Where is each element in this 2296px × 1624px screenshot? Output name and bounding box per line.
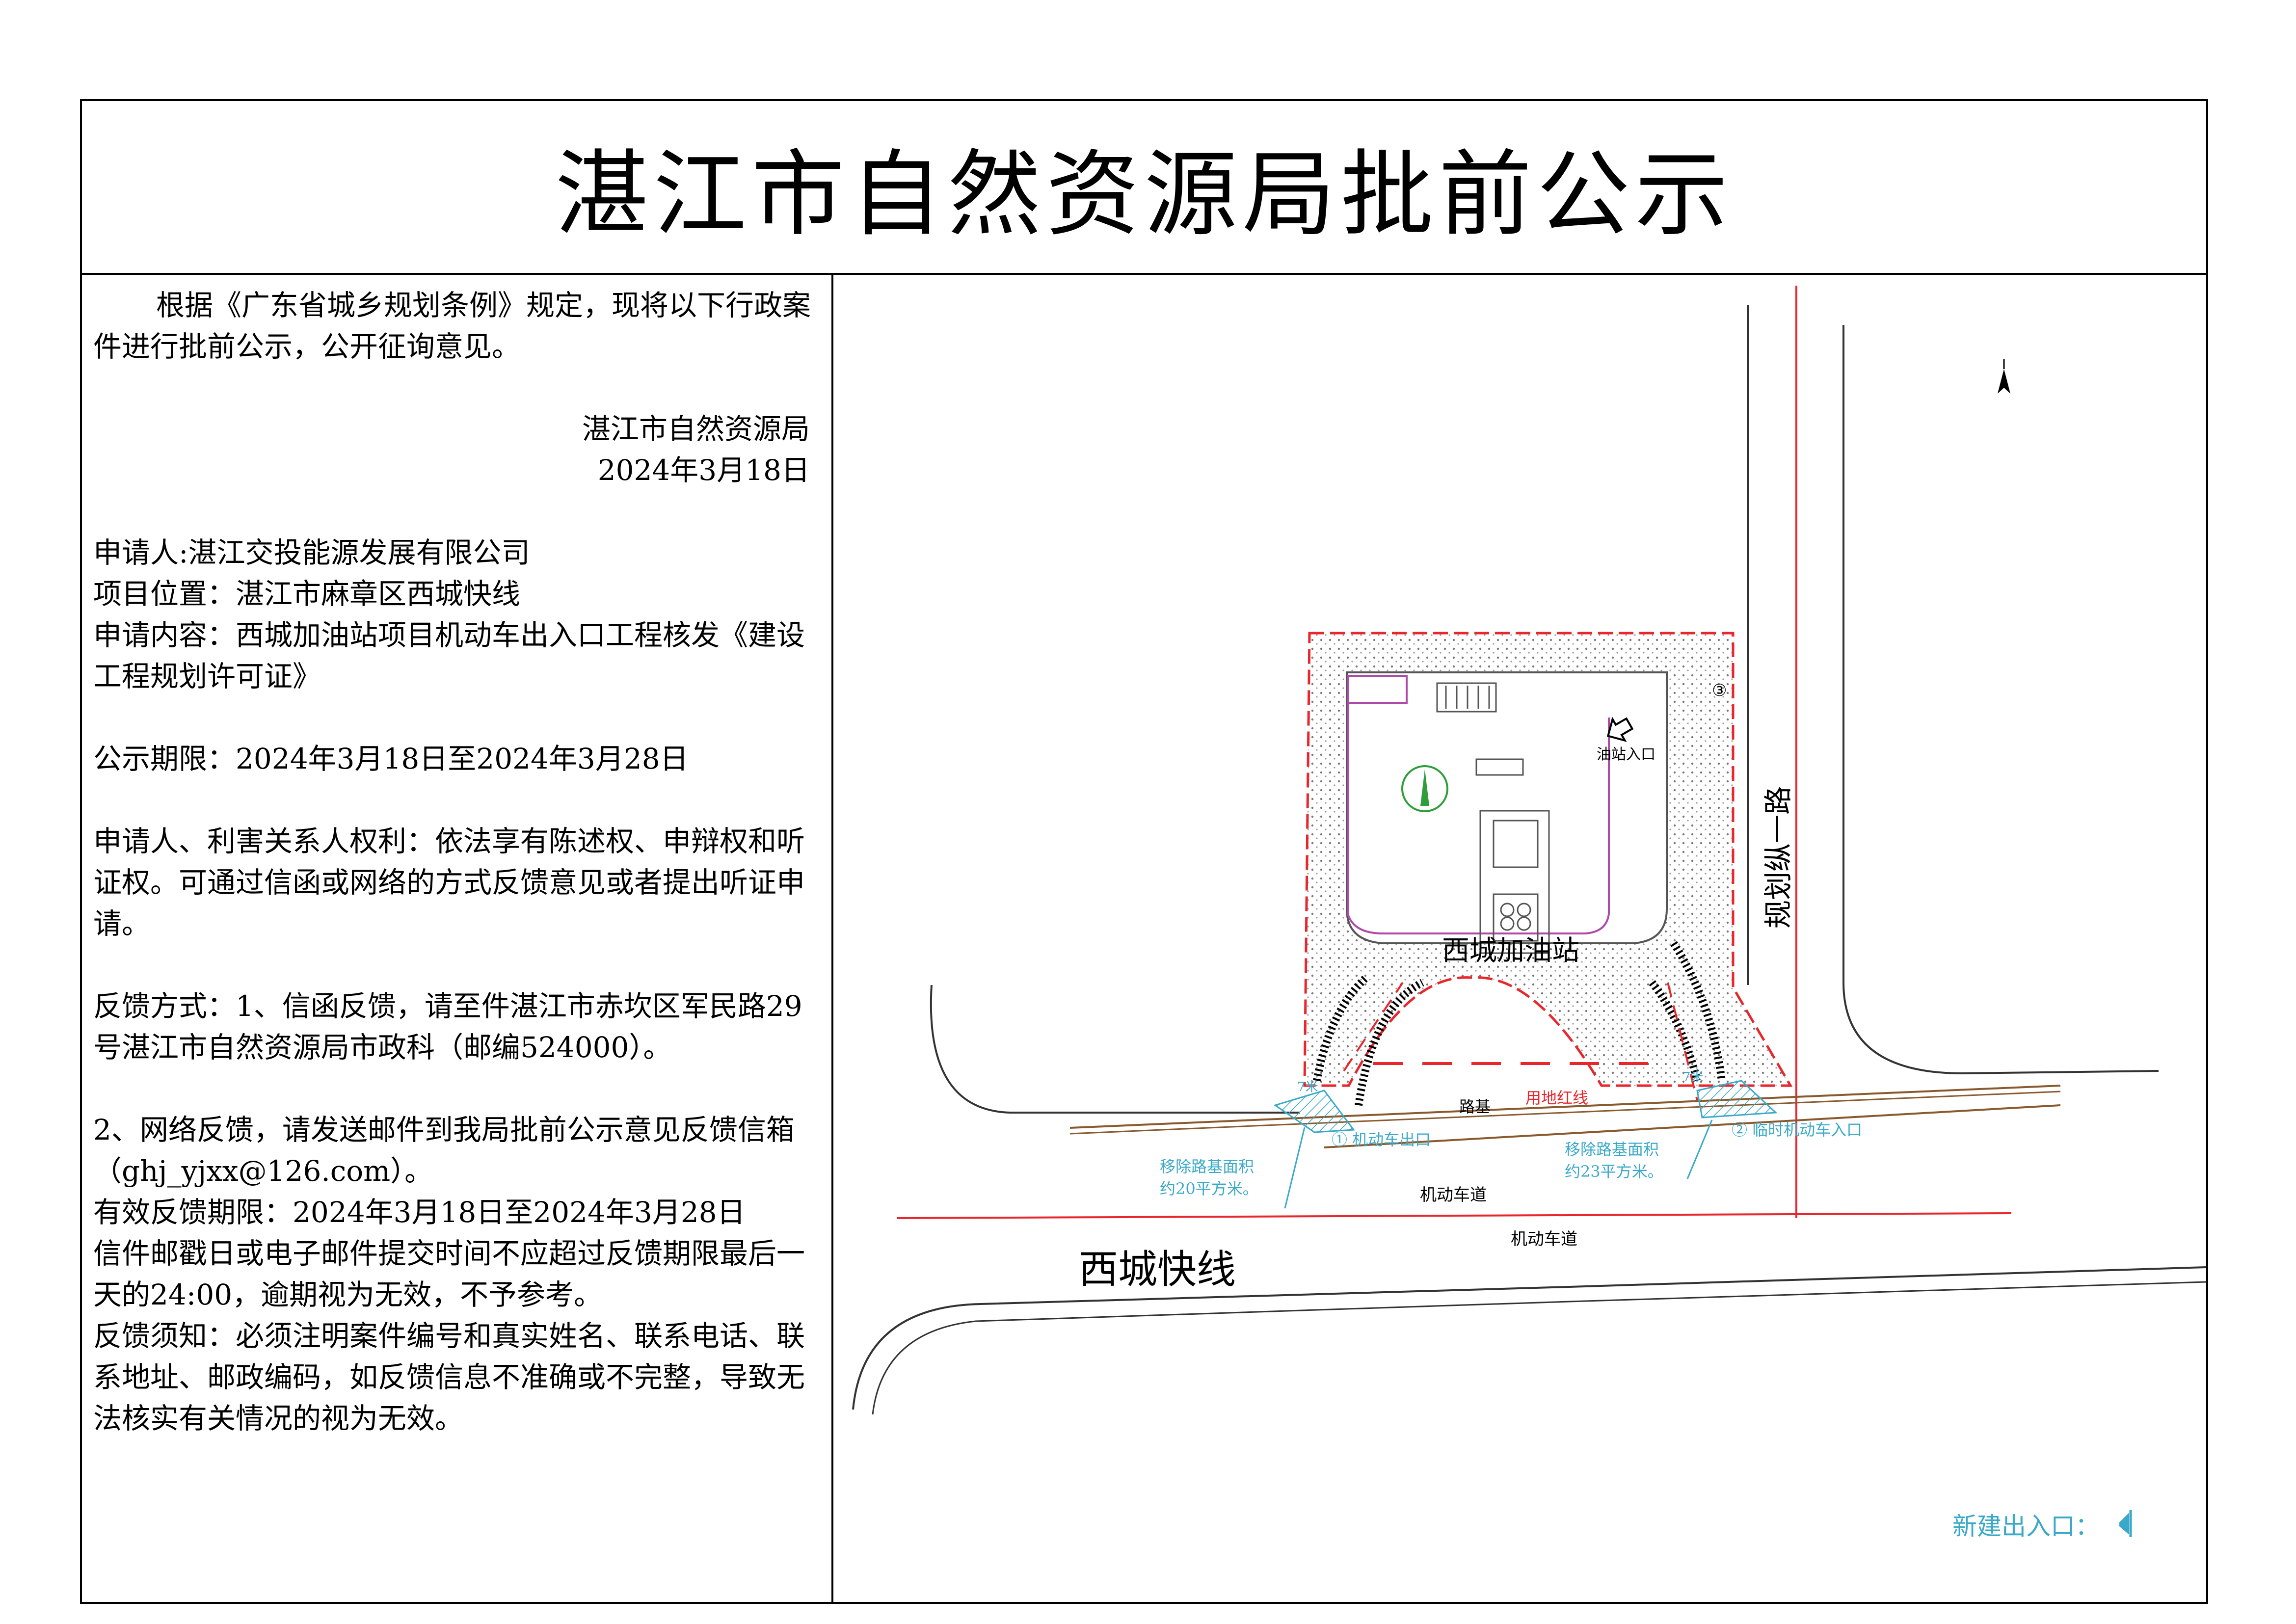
forecourt	[1346, 671, 1668, 944]
road-edge-upper	[1069, 1085, 2061, 1129]
curb-exit-east	[1355, 979, 1424, 1106]
lane-label-1: 机动车道	[1420, 1185, 1487, 1205]
issue-date: 2024年3月18日	[597, 453, 810, 487]
project-location: 项目位置：湛江市麻章区西城快线	[93, 577, 521, 611]
publicity-period: 公示期限：2024年3月18日至2024年3月28日	[93, 742, 689, 775]
north-arrow-icon	[1998, 369, 2010, 394]
deadline-note: 信件邮戳日或电子邮件提交时间不应超过反馈期限最后一天的24:00，逾期视为无效，…	[93, 1237, 805, 1311]
station-name: 西城加油站	[1442, 935, 1579, 967]
site-plan: 西城加油站 油站入口 规划纵一路 西城快线 机动车道 机动车道 路基 用地红线 …	[833, 276, 2206, 1602]
valid-period: 有效反馈期限：2024年3月18日至2024年3月28日	[93, 1196, 746, 1229]
east-road-edge-east	[1842, 325, 2159, 1075]
roadbed-label: 路基	[1459, 1097, 1491, 1116]
feedback-mail: 反馈方式：1、信函反馈，请至件湛江市赤坎区军民路29号湛江市自然资源局市政科（邮…	[93, 989, 802, 1064]
removal-area-1	[1273, 1090, 1355, 1133]
width-label-2: 7米	[1682, 1070, 1704, 1085]
fuel-island	[1475, 758, 1524, 776]
removal-2-line-2: 约23平方米。	[1565, 1162, 1663, 1181]
entrance-2-label: ② 临时机动车入口	[1732, 1120, 1863, 1139]
exit-1-label: ① 机动车出口	[1332, 1130, 1431, 1149]
south-redline	[897, 1212, 2012, 1219]
canopy-block	[1436, 682, 1497, 713]
south-road-curve-west	[930, 985, 1300, 1114]
notice-text: 根据《广东省城乡规划条例》规定，现将以下行政案件进行批前公示，公开征询意见。 湛…	[93, 285, 825, 1439]
road-south-label: 西城快线	[1079, 1247, 1236, 1292]
rights-text: 申请人、利害关系人权利：依法享有陈述权、申辩权和听证权。可通过信函或网络的方式反…	[93, 825, 805, 940]
page-title: 湛江市自然资源局批前公示	[555, 140, 1733, 249]
marker-3: ③	[1712, 681, 1727, 700]
legend-label: 新建出入口：	[1952, 1512, 2100, 1541]
intro-text: 根据《广东省城乡规划条例》规定，现将以下行政案件进行批前公示，公开征询意见。	[93, 289, 811, 363]
removal-2-line-1: 移除路基面积	[1565, 1140, 1659, 1159]
road-edge-lower	[1324, 1104, 2061, 1148]
title-row: 湛江市自然资源局批前公示	[80, 99, 2208, 275]
station-building	[1347, 675, 1408, 704]
requirements: 反馈须知：必须注明案件编号和真实姓名、联系电话、联系地址、邮政编码，如反馈信息不…	[93, 1319, 805, 1435]
applicant: 申请人:湛江交投能源发展有限公司	[93, 536, 530, 569]
canopy	[1479, 810, 1550, 954]
notice-frame	[80, 99, 2208, 1604]
column-divider	[831, 274, 833, 1604]
road-east-label: 规划纵一路	[1762, 786, 1795, 929]
site-plan-drawing	[852, 286, 2206, 1537]
removal-area-2	[1696, 1080, 1778, 1118]
lane-label-2: 机动车道	[1511, 1229, 1577, 1249]
issuer: 湛江市自然资源局	[582, 412, 810, 446]
entry-arrow-icon	[1606, 717, 1634, 742]
curb-exit-west	[1313, 975, 1369, 1082]
redline-label: 用地红线	[1525, 1089, 1589, 1107]
driveway-outline	[1347, 676, 1610, 934]
removal-1-line-2: 约20平方米。	[1160, 1179, 1258, 1198]
entry-label: 油站入口	[1597, 746, 1655, 763]
width-label-1: 7米	[1297, 1080, 1318, 1094]
curb-entry-west	[1649, 980, 1701, 1082]
application-content: 申请内容：西城加油站项目机动车出入口工程核发《建设工程规划许可证》	[93, 618, 805, 693]
legend-icon	[2119, 1513, 2129, 1535]
south-road-far-edge	[852, 1266, 2206, 1410]
feedback-email: 2、网络反馈，请发送邮件到我局批前公示意见反馈信箱（ghj_yjxx@126.c…	[93, 1113, 795, 1188]
removal-1-line-1: 移除路基面积	[1160, 1157, 1255, 1176]
compass-icon	[1401, 765, 1448, 812]
